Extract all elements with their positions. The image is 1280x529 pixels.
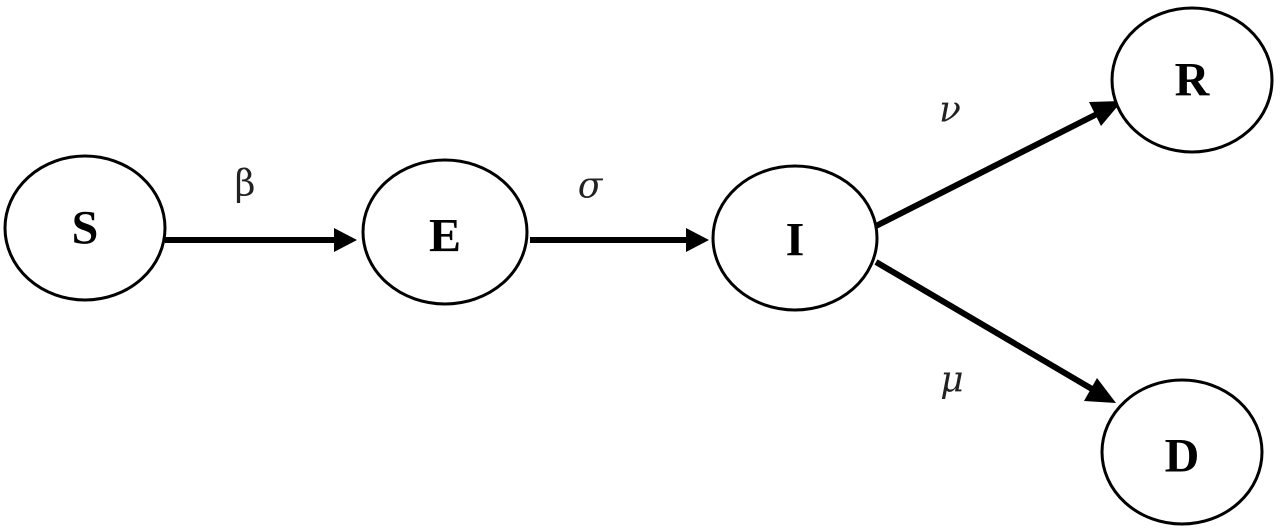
node-circle [711,164,879,312]
edge-i-to-d: μ [874,259,1116,403]
rate-label-mu: μ [940,360,963,401]
rate-label-sigma: σ [578,166,604,207]
node-label: I [786,214,805,267]
node-i: I [711,164,879,312]
node-r: R [1110,6,1274,154]
node-circle [1110,6,1274,154]
edge-e-to-i: σ [530,166,709,252]
node-label: S [72,202,99,255]
node-s: S [3,154,167,302]
node-circle [361,158,529,306]
edge-i-to-r: ν [874,90,1122,229]
rate-label-nu: ν [939,90,961,131]
node-e: E [361,158,529,306]
node-d: D [1100,378,1264,526]
arrowhead-icon [334,228,357,252]
edge-s-to-e: β [165,164,357,252]
node-label: E [429,210,461,263]
edge-line [874,111,1099,229]
arrowhead-icon [1089,101,1122,126]
node-circle [1100,378,1264,526]
edge-line [874,259,1094,392]
arrowhead-icon [1084,378,1116,403]
rate-label-beta: β [235,164,256,205]
node-label: R [1175,54,1211,107]
node-circle [3,154,167,302]
node-label: D [1165,430,1200,483]
arrowhead-icon [686,228,709,252]
